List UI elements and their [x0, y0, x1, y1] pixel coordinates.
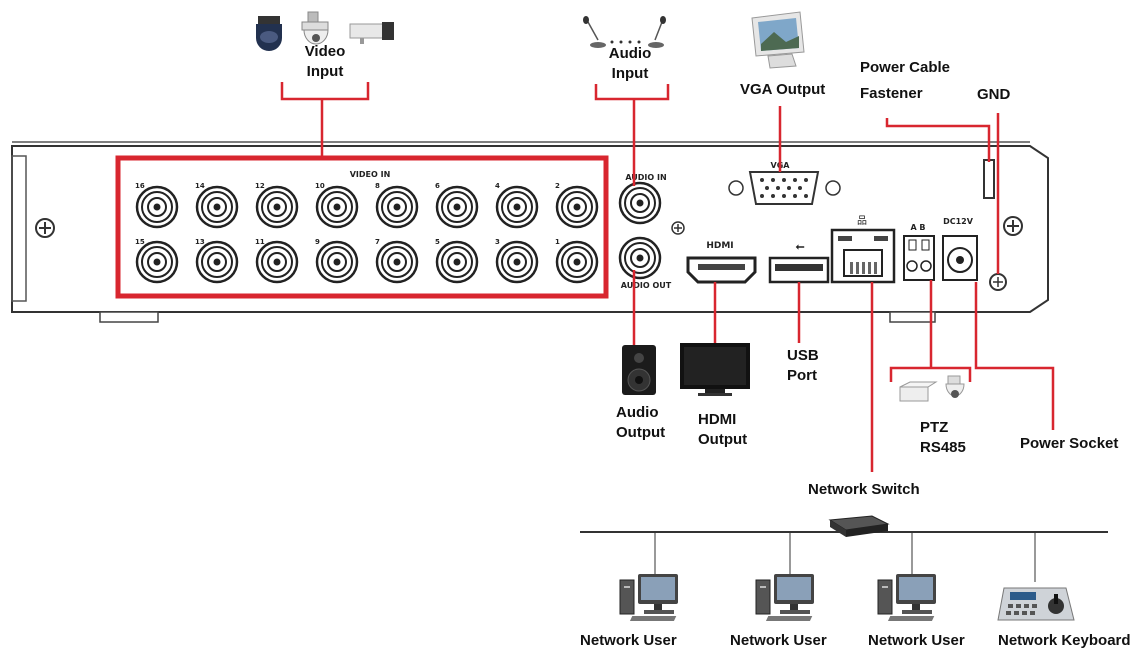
- bnc-number-label: 8: [375, 182, 380, 190]
- svg-text:⭠: ⭠: [796, 240, 805, 253]
- bnc-number-label: 3: [495, 238, 500, 246]
- microphone-icon: [583, 16, 666, 48]
- bnc-number-label: 1: [555, 238, 560, 246]
- keyboard-controller-icon: [997, 587, 1075, 621]
- ptz-camera-icon: [899, 375, 965, 402]
- gnd-label: GND: [977, 86, 1011, 103]
- audio-out-port: AUDIO OUT: [618, 236, 672, 290]
- dome-camera-icon: [256, 16, 282, 51]
- bnc-number-label: 9: [315, 238, 320, 246]
- box-camera-icon: [349, 22, 394, 44]
- bnc-video-input-12: 12: [255, 182, 299, 229]
- gnd-terminal: [989, 273, 1007, 291]
- power-socket-label: Power Socket: [1020, 435, 1119, 452]
- bnc-video-input-11: 11: [255, 238, 299, 284]
- tv-icon: [680, 343, 750, 396]
- network-keyboard-label: Network Keyboard: [998, 632, 1131, 649]
- bnc-video-input-16: 16: [135, 182, 179, 229]
- bnc-video-input-6: 6: [435, 182, 479, 229]
- bnc-video-input-5: 5: [435, 238, 479, 284]
- bnc-number-label: 10: [315, 182, 325, 190]
- svg-text:AUDIO OUT: AUDIO OUT: [621, 281, 672, 290]
- video-in-ports: VIDEO IN 16 14 12 10 8 6 4 2 15 13 11 9 7 5 3 1: [115, 155, 609, 299]
- bnc-video-input-4: 4: [495, 182, 539, 229]
- vga-output-label: VGA Output: [740, 81, 826, 98]
- svg-text:HDMI: HDMI: [706, 241, 733, 251]
- bnc-video-input-3: 3: [495, 238, 539, 284]
- power-socket-port: DC12V: [942, 217, 978, 281]
- computer-icon: [877, 573, 937, 622]
- bnc-video-input-13: 13: [195, 238, 239, 284]
- video-in-title: VIDEO IN: [350, 170, 391, 179]
- network-switch-label: Network Switch: [808, 481, 920, 498]
- speed-dome-icon: [301, 11, 329, 45]
- right-screw: [1003, 216, 1023, 236]
- computer-icon: [755, 573, 815, 622]
- bnc-number-label: 15: [135, 238, 145, 246]
- bnc-video-input-7: 7: [375, 238, 419, 284]
- bnc-video-input-8: 8: [375, 182, 419, 229]
- bnc-number-label: 4: [495, 182, 500, 190]
- ptz-terminal: A B: [903, 223, 935, 281]
- svg-text:品: 品: [857, 215, 867, 227]
- network-user-label: Network User: [730, 632, 827, 649]
- bnc-video-input-14: 14: [195, 182, 239, 229]
- svg-text:AUDIO IN: AUDIO IN: [625, 173, 666, 182]
- bnc-video-input-9: 9: [315, 238, 359, 284]
- network-user-label: Network User: [580, 632, 677, 649]
- svg-text:A B: A B: [910, 223, 925, 232]
- bnc-number-label: 7: [375, 238, 380, 246]
- bnc-number-label: 13: [195, 238, 205, 246]
- audio-in-port: AUDIO IN: [618, 173, 667, 225]
- bnc-video-input-2: 2: [555, 182, 599, 229]
- bnc-video-input-1: 1: [555, 238, 599, 284]
- bnc-number-label: 11: [255, 238, 265, 246]
- network-switch-icon: [828, 515, 890, 537]
- bnc-number-label: 14: [195, 182, 205, 190]
- bnc-video-input-10: 10: [315, 182, 359, 229]
- bnc-number-label: 2: [555, 182, 560, 190]
- monitor-icon: [751, 11, 805, 69]
- bnc-number-label: 12: [255, 182, 265, 190]
- computer-icon: [619, 573, 679, 622]
- network-port: 品: [830, 215, 896, 284]
- hdmi-port: HDMI: [686, 241, 757, 284]
- left-screw: [35, 218, 55, 238]
- svg-text:DC12V: DC12V: [943, 217, 974, 226]
- bnc-number-label: 5: [435, 238, 440, 246]
- speaker-icon: [622, 345, 656, 395]
- bnc-number-label: 16: [135, 182, 145, 190]
- bnc-number-label: 6: [435, 182, 440, 190]
- bnc-video-input-15: 15: [135, 238, 179, 284]
- network-user-label: Network User: [868, 632, 965, 649]
- power-cable-fastener: [983, 159, 995, 199]
